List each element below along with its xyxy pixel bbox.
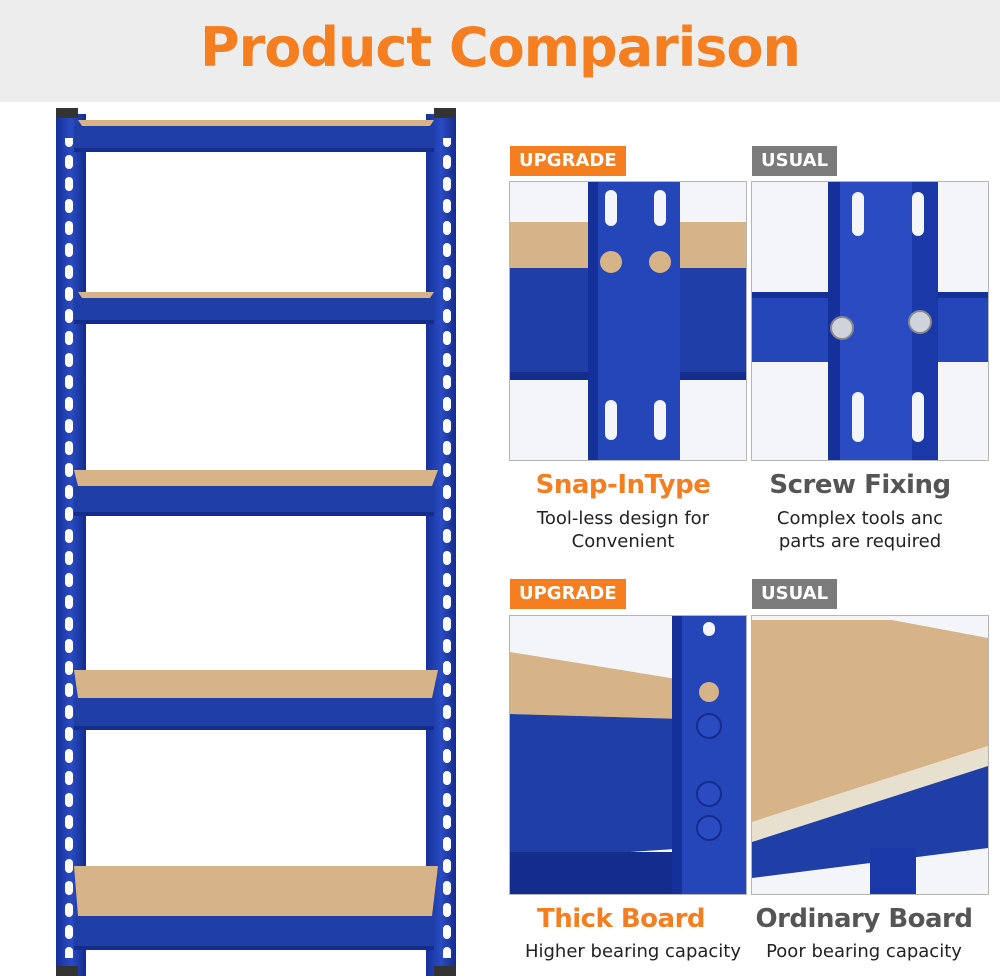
snap-in-desc-line1: Tool-less design for [536, 508, 710, 529]
usual-badge: USUAL [752, 146, 838, 176]
snap-in-desc-line2: Convenient [571, 531, 675, 552]
ordinary-board-title: Ordinary Board [755, 904, 973, 934]
header-bar: Product Comparison [0, 0, 1000, 102]
shelf-product-image [48, 108, 460, 976]
thick-board-detail-image [509, 615, 747, 895]
screw-fixing-detail-image [751, 181, 989, 461]
upgrade-badge: UPGRADE [510, 146, 626, 176]
ordinary-board-desc: Poor bearing capacity [766, 941, 962, 962]
usual-badge: USUAL [752, 579, 838, 609]
screw-fixing-title: Screw Fixing [769, 470, 951, 500]
upgrade-badge: UPGRADE [510, 579, 626, 609]
screw-fixing-desc-line1: Complex tools anc [776, 508, 944, 529]
screw-fixing-desc-line2: parts are required [778, 531, 942, 552]
thick-board-desc: Higher bearing capacity [524, 941, 742, 962]
ordinary-board-detail-image [751, 615, 989, 895]
snap-in-detail-image [509, 181, 747, 461]
snap-in-title: Snap-InType [535, 470, 711, 500]
thick-board-title: Thick Board [536, 904, 706, 934]
page-title: Product Comparison [200, 15, 801, 79]
